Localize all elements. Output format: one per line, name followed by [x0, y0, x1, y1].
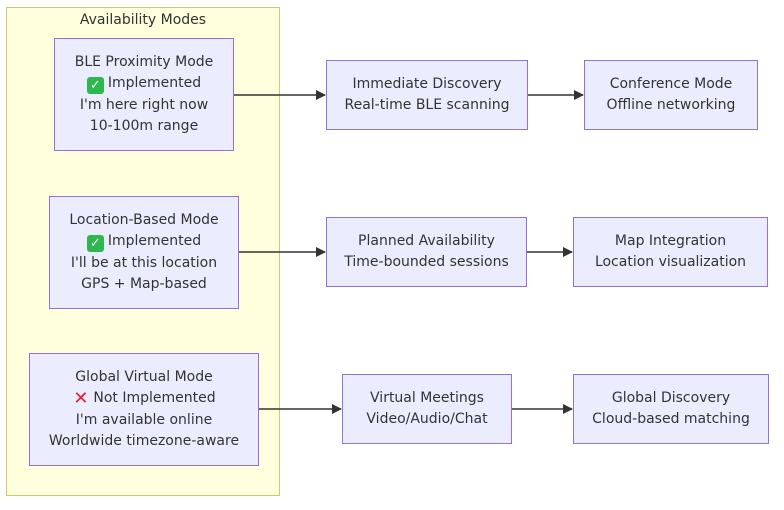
node-description: I'm here right now [79, 96, 209, 113]
node-title: Planned Availability [358, 232, 495, 249]
check-icon: ✓ [86, 235, 104, 252]
node-title: Virtual Meetings [370, 389, 484, 406]
node-description: I'm available online [75, 411, 213, 428]
node-location-based-mode: Location-Based Mode ✓Implemented I'll be… [49, 196, 239, 309]
node-status: Implemented [107, 233, 202, 249]
node-subtitle: Video/Audio/Chat [366, 411, 488, 427]
group-title: Availability Modes [79, 12, 207, 28]
node-title: BLE Proximity Mode [74, 53, 214, 70]
check-icon: ✓ [86, 77, 104, 94]
node-subtitle: Offline networking [606, 97, 736, 113]
node-title: Immediate Discovery [352, 75, 502, 92]
node-range: Worldwide timezone-aware [48, 433, 240, 449]
node-conference-mode: Conference Mode Offline networking [584, 60, 758, 130]
node-title: Conference Mode [609, 75, 733, 92]
node-title: Global Virtual Mode [75, 368, 213, 385]
node-immediate-discovery: Immediate Discovery Real-time BLE scanni… [326, 60, 528, 130]
cross-icon: ✕ [73, 388, 89, 409]
node-title: Global Discovery [611, 389, 731, 406]
node-ble-proximity-mode: BLE Proximity Mode ✓Implemented I'm here… [54, 38, 234, 151]
node-subtitle: Time-bounded sessions [344, 254, 509, 270]
node-map-integration: Map Integration Location visualization [573, 217, 768, 287]
node-range: GPS + Map-based [81, 276, 207, 292]
node-title: Map Integration [614, 232, 727, 249]
node-subtitle: Real-time BLE scanning [344, 97, 510, 113]
node-subtitle: Cloud-based matching [592, 411, 750, 427]
node-global-virtual-mode: Global Virtual Mode ✕Not Implemented I'm… [29, 353, 259, 466]
node-subtitle: Location visualization [594, 254, 747, 270]
node-status: Not Implemented [93, 390, 216, 406]
node-status: Implemented [107, 75, 202, 91]
node-description: I'll be at this location [70, 254, 218, 271]
node-planned-availability: Planned Availability Time-bounded sessio… [326, 217, 527, 287]
node-global-discovery: Global Discovery Cloud-based matching [573, 374, 769, 444]
node-virtual-meetings: Virtual Meetings Video/Audio/Chat [342, 374, 512, 444]
node-range: 10-100m range [89, 118, 199, 134]
node-title: Location-Based Mode [69, 211, 219, 228]
